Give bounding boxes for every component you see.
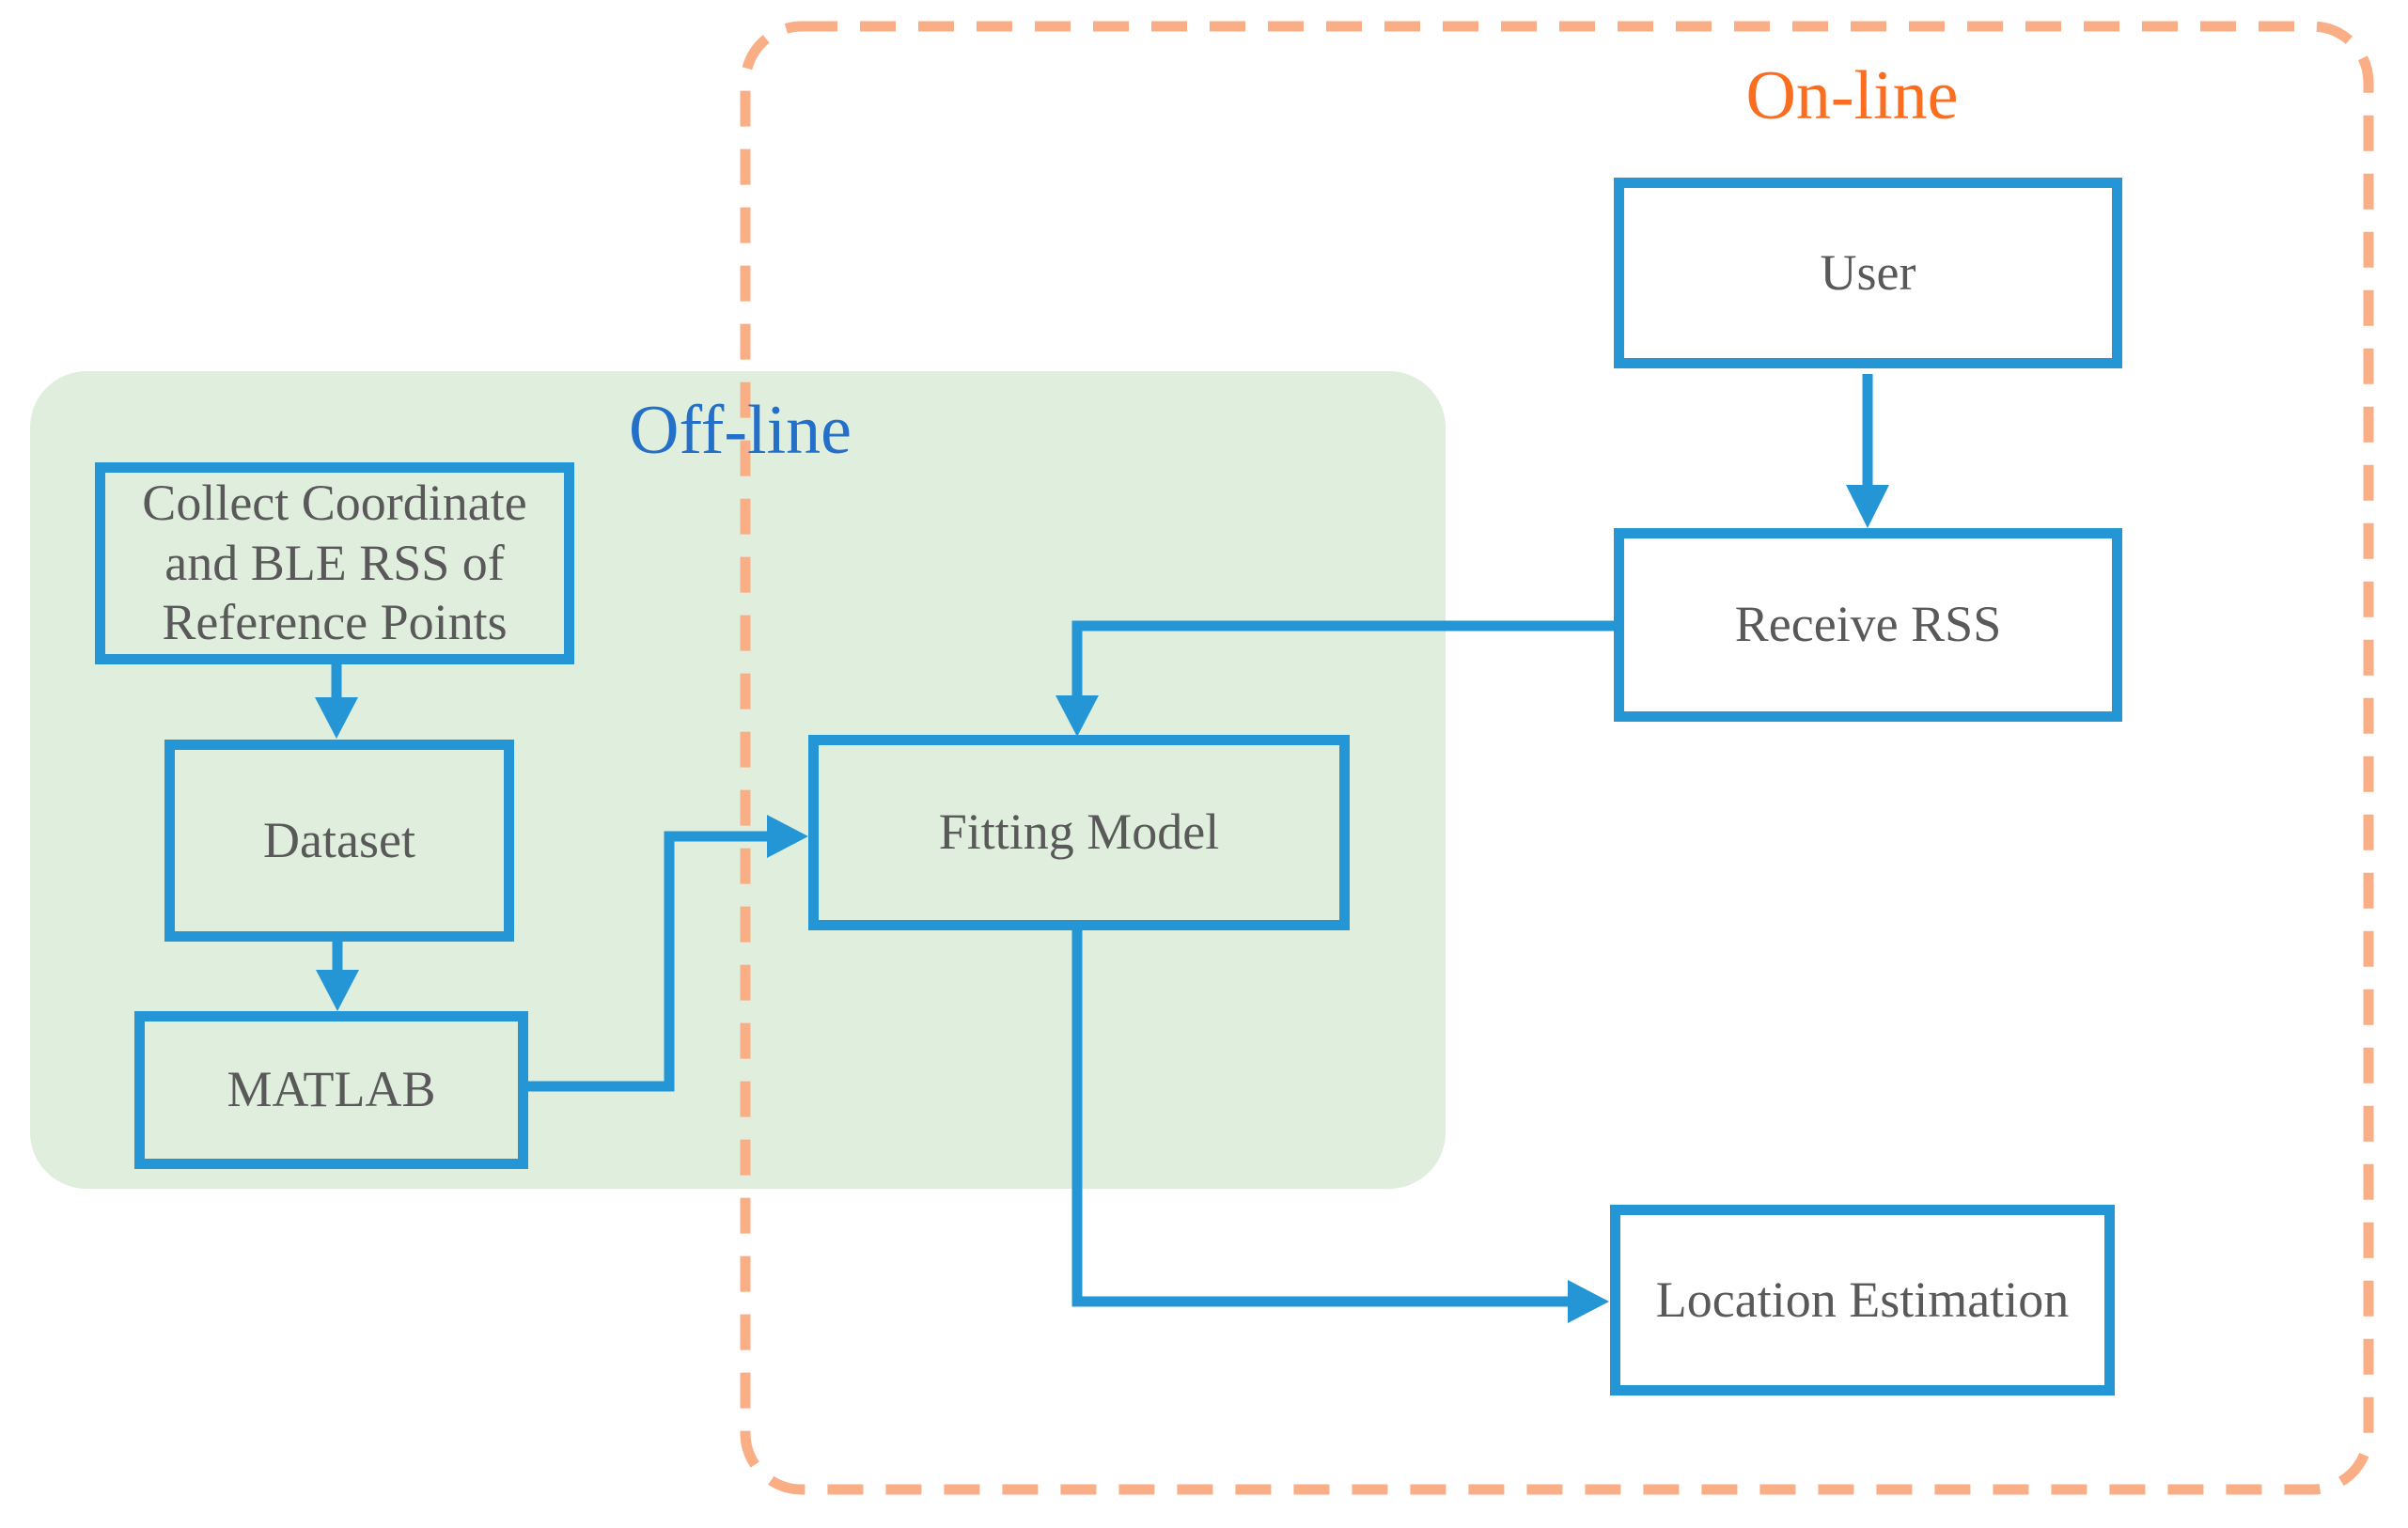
- arrow-dataset-to-matlab-head: [316, 970, 359, 1011]
- node-matlab: MATLAB: [134, 1011, 528, 1169]
- node-matlab-label: MATLAB: [227, 1061, 436, 1118]
- node-fitting-model-label: Fitting Model: [938, 803, 1220, 861]
- arrow-matlab-to-fitting-head: [767, 815, 808, 858]
- node-fitting-model: Fitting Model: [808, 735, 1350, 930]
- node-receive-rss: Receive RSS: [1614, 528, 2122, 722]
- offline-region-background: [30, 371, 1446, 1189]
- node-collect-line1: Collect Coordinate: [142, 474, 527, 531]
- node-location-estimation-label: Location Estimation: [1655, 1271, 2070, 1328]
- node-collect-line2: and BLE RSS of: [164, 534, 505, 591]
- online-region-label: On-line: [1745, 57, 1959, 134]
- offline-region-label: Off-line: [629, 392, 852, 469]
- node-user-label: User: [1820, 243, 1916, 301]
- node-collect-coordinates: Collect Coordinate and BLE RSS of Refere…: [95, 462, 574, 664]
- node-dataset-label: Dataset: [263, 811, 415, 868]
- node-receive-rss-label: Receive RSS: [1734, 596, 2002, 653]
- arrow-receive-to-fitting-head: [1055, 695, 1099, 737]
- node-collect-line3: Reference Points: [162, 594, 508, 651]
- arrow-matlab-to-fitting-line: [524, 831, 769, 1092]
- node-user: User: [1614, 178, 2122, 368]
- node-location-estimation: Location Estimation: [1610, 1205, 2115, 1395]
- arrow-fitting-to-location-line: [1071, 928, 1570, 1307]
- arrow-fitting-to-location-head: [1568, 1280, 1609, 1323]
- arrow-receive-to-fitting-line: [1071, 620, 1614, 697]
- arrow-user-to-receive-head: [1846, 485, 1889, 528]
- online-region-border: [740, 21, 2374, 1495]
- arrow-collect-to-dataset-head: [315, 697, 358, 739]
- node-dataset: Dataset: [164, 740, 514, 942]
